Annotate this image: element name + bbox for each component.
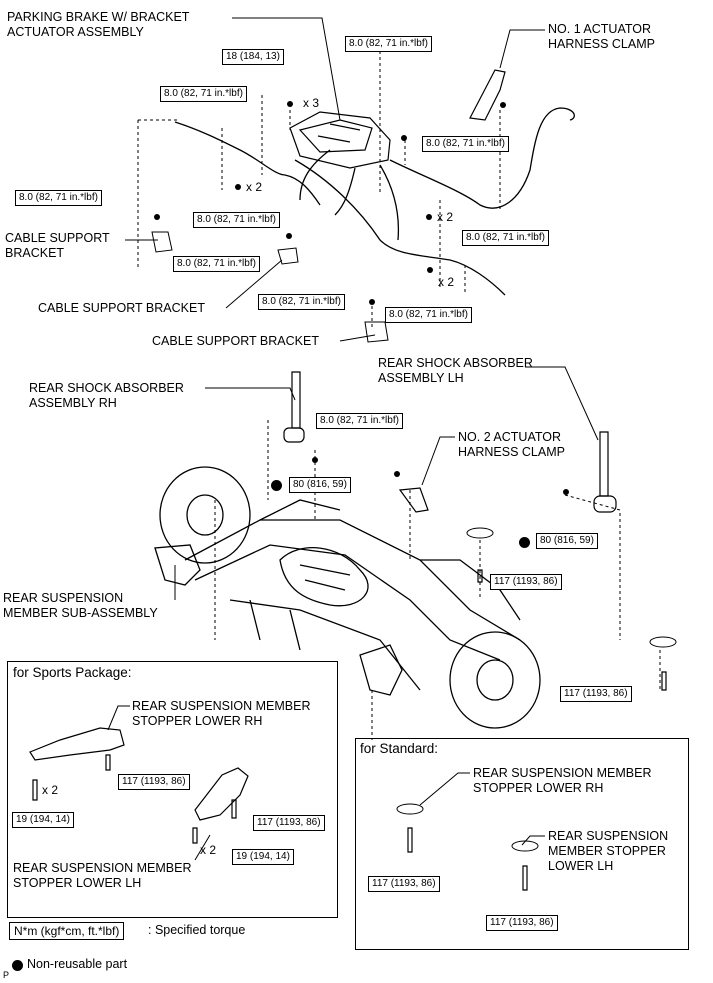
torque-box: 8.0 (82, 71 in.*lbf) bbox=[173, 256, 260, 272]
torque-box: 19 (194, 14) bbox=[12, 812, 74, 828]
torque-box: 8.0 (82, 71 in.*lbf) bbox=[160, 86, 247, 102]
leader-shock-rh bbox=[205, 387, 296, 401]
cable-bracket-3 bbox=[364, 321, 389, 343]
legend-non-reusable-dot bbox=[12, 960, 23, 971]
leader-cable-support-3 bbox=[339, 334, 376, 342]
torque-box: 117 (1193, 86) bbox=[486, 915, 558, 931]
standard-frame bbox=[355, 738, 689, 950]
torque-box: 8.0 (82, 71 in.*lbf) bbox=[15, 190, 102, 206]
torque-box: 117 (1193, 86) bbox=[253, 815, 325, 831]
non-reusable-dot bbox=[271, 480, 282, 491]
cable-support-2-label: CABLE SUPPORT BRACKET bbox=[38, 301, 205, 315]
legend-unit-description: : Specified torque bbox=[148, 923, 246, 937]
cable-bracket-2 bbox=[277, 247, 299, 265]
torque-box: 18 (184, 13) bbox=[222, 49, 284, 65]
shock-rh-part bbox=[283, 371, 305, 443]
bolts bbox=[32, 569, 667, 891]
multiplier-x3: x 3 bbox=[303, 96, 320, 110]
standard-stopper-rh-label: REAR SUSPENSION MEMBER STOPPER LOWER RH bbox=[473, 766, 652, 795]
multiplier-x2: x 2 bbox=[246, 180, 263, 194]
multiplier-x2: x 2 bbox=[200, 843, 217, 857]
torque-box: 8.0 (82, 71 in.*lbf) bbox=[193, 212, 280, 228]
washer-1 bbox=[466, 527, 494, 539]
brake-cables bbox=[174, 107, 575, 296]
torque-box: 8.0 (82, 71 in.*lbf) bbox=[385, 307, 472, 323]
corner-mark: P bbox=[3, 970, 10, 980]
multiplier-x2: x 2 bbox=[438, 275, 455, 289]
sports-package-frame bbox=[7, 661, 338, 918]
suspension-member-label: REAR SUSPENSION MEMBER SUB-ASSEMBLY bbox=[3, 591, 158, 620]
torque-box: 19 (194, 14) bbox=[232, 849, 294, 865]
no1-clamp-part bbox=[469, 69, 506, 121]
washer-4 bbox=[511, 840, 539, 852]
shock-lh-part bbox=[593, 431, 617, 513]
shock-lh-label: REAR SHOCK ABSORBER ASSEMBLY LH bbox=[378, 356, 533, 385]
non-reusable-dot bbox=[519, 537, 530, 548]
leader-sports-lh bbox=[194, 834, 211, 861]
leader-shock-lh bbox=[525, 366, 599, 441]
torque-box: 8.0 (82, 71 in.*lbf) bbox=[422, 136, 509, 152]
leader-parking-brake bbox=[232, 17, 341, 121]
standard-title: for Standard: bbox=[360, 741, 439, 756]
torque-box: 117 (1193, 86) bbox=[368, 876, 440, 892]
no2-clamp-label: NO. 2 ACTUATOR HARNESS CLAMP bbox=[458, 430, 565, 459]
legend-non-reusable-text: Non-reusable part bbox=[27, 957, 128, 971]
torque-box: 117 (1193, 86) bbox=[118, 774, 190, 790]
leader-no2-clamp bbox=[421, 436, 455, 486]
cable-support-3-label: CABLE SUPPORT BRACKET bbox=[152, 334, 319, 348]
sports-package-title: for Sports Package: bbox=[13, 665, 132, 680]
multiplier-x2: x 2 bbox=[437, 210, 454, 224]
torque-box: 8.0 (82, 71 in.*lbf) bbox=[258, 294, 345, 310]
torque-box: 8.0 (82, 71 in.*lbf) bbox=[316, 413, 403, 429]
legend-unit-box: N*m (kgf*cm, ft.*lbf) bbox=[9, 922, 125, 940]
leader-std-rh bbox=[419, 772, 470, 806]
no1-clamp-label: NO. 1 ACTUATOR HARNESS CLAMP bbox=[548, 22, 655, 51]
no2-clamp-part bbox=[398, 487, 429, 513]
leader-std-lh bbox=[521, 835, 545, 846]
torque-box: 117 (1193, 86) bbox=[490, 574, 562, 590]
leader-no1-clamp bbox=[499, 29, 545, 69]
cable-support-1-label: CABLE SUPPORT BRACKET bbox=[5, 231, 110, 260]
nuts bbox=[154, 101, 569, 495]
torque-box: 80 (816, 59) bbox=[289, 477, 351, 493]
cable-bracket-1 bbox=[151, 231, 173, 253]
parking-brake-label: PARKING BRAKE W/ BRACKET ACTUATOR ASSEMB… bbox=[7, 10, 190, 39]
leader-sports-rh bbox=[107, 705, 130, 731]
sports-stopper-lh-label: REAR SUSPENSION MEMBER STOPPER LOWER LH bbox=[13, 861, 192, 890]
multiplier-x2: x 2 bbox=[42, 783, 59, 797]
sports-stopper-rh-part bbox=[29, 727, 125, 761]
torque-box: 117 (1193, 86) bbox=[560, 686, 632, 702]
washer-3 bbox=[396, 803, 424, 815]
torque-box: 8.0 (82, 71 in.*lbf) bbox=[462, 230, 549, 246]
torque-box: 80 (816, 59) bbox=[536, 533, 598, 549]
washer-2 bbox=[649, 636, 677, 648]
sports-stopper-rh-label: REAR SUSPENSION MEMBER STOPPER LOWER RH bbox=[132, 699, 311, 728]
shock-rh-label: REAR SHOCK ABSORBER ASSEMBLY RH bbox=[29, 381, 184, 410]
standard-stopper-lh-label: REAR SUSPENSION MEMBER STOPPER LOWER LH bbox=[548, 829, 669, 873]
sports-stopper-lh-part bbox=[194, 767, 249, 821]
suspension-member-part bbox=[154, 466, 541, 729]
assembly-dashed-lines bbox=[137, 45, 661, 740]
leader-cable-support-2 bbox=[225, 259, 283, 309]
torque-box: 8.0 (82, 71 in.*lbf) bbox=[345, 36, 432, 52]
parking-brake-actuator bbox=[289, 111, 391, 169]
